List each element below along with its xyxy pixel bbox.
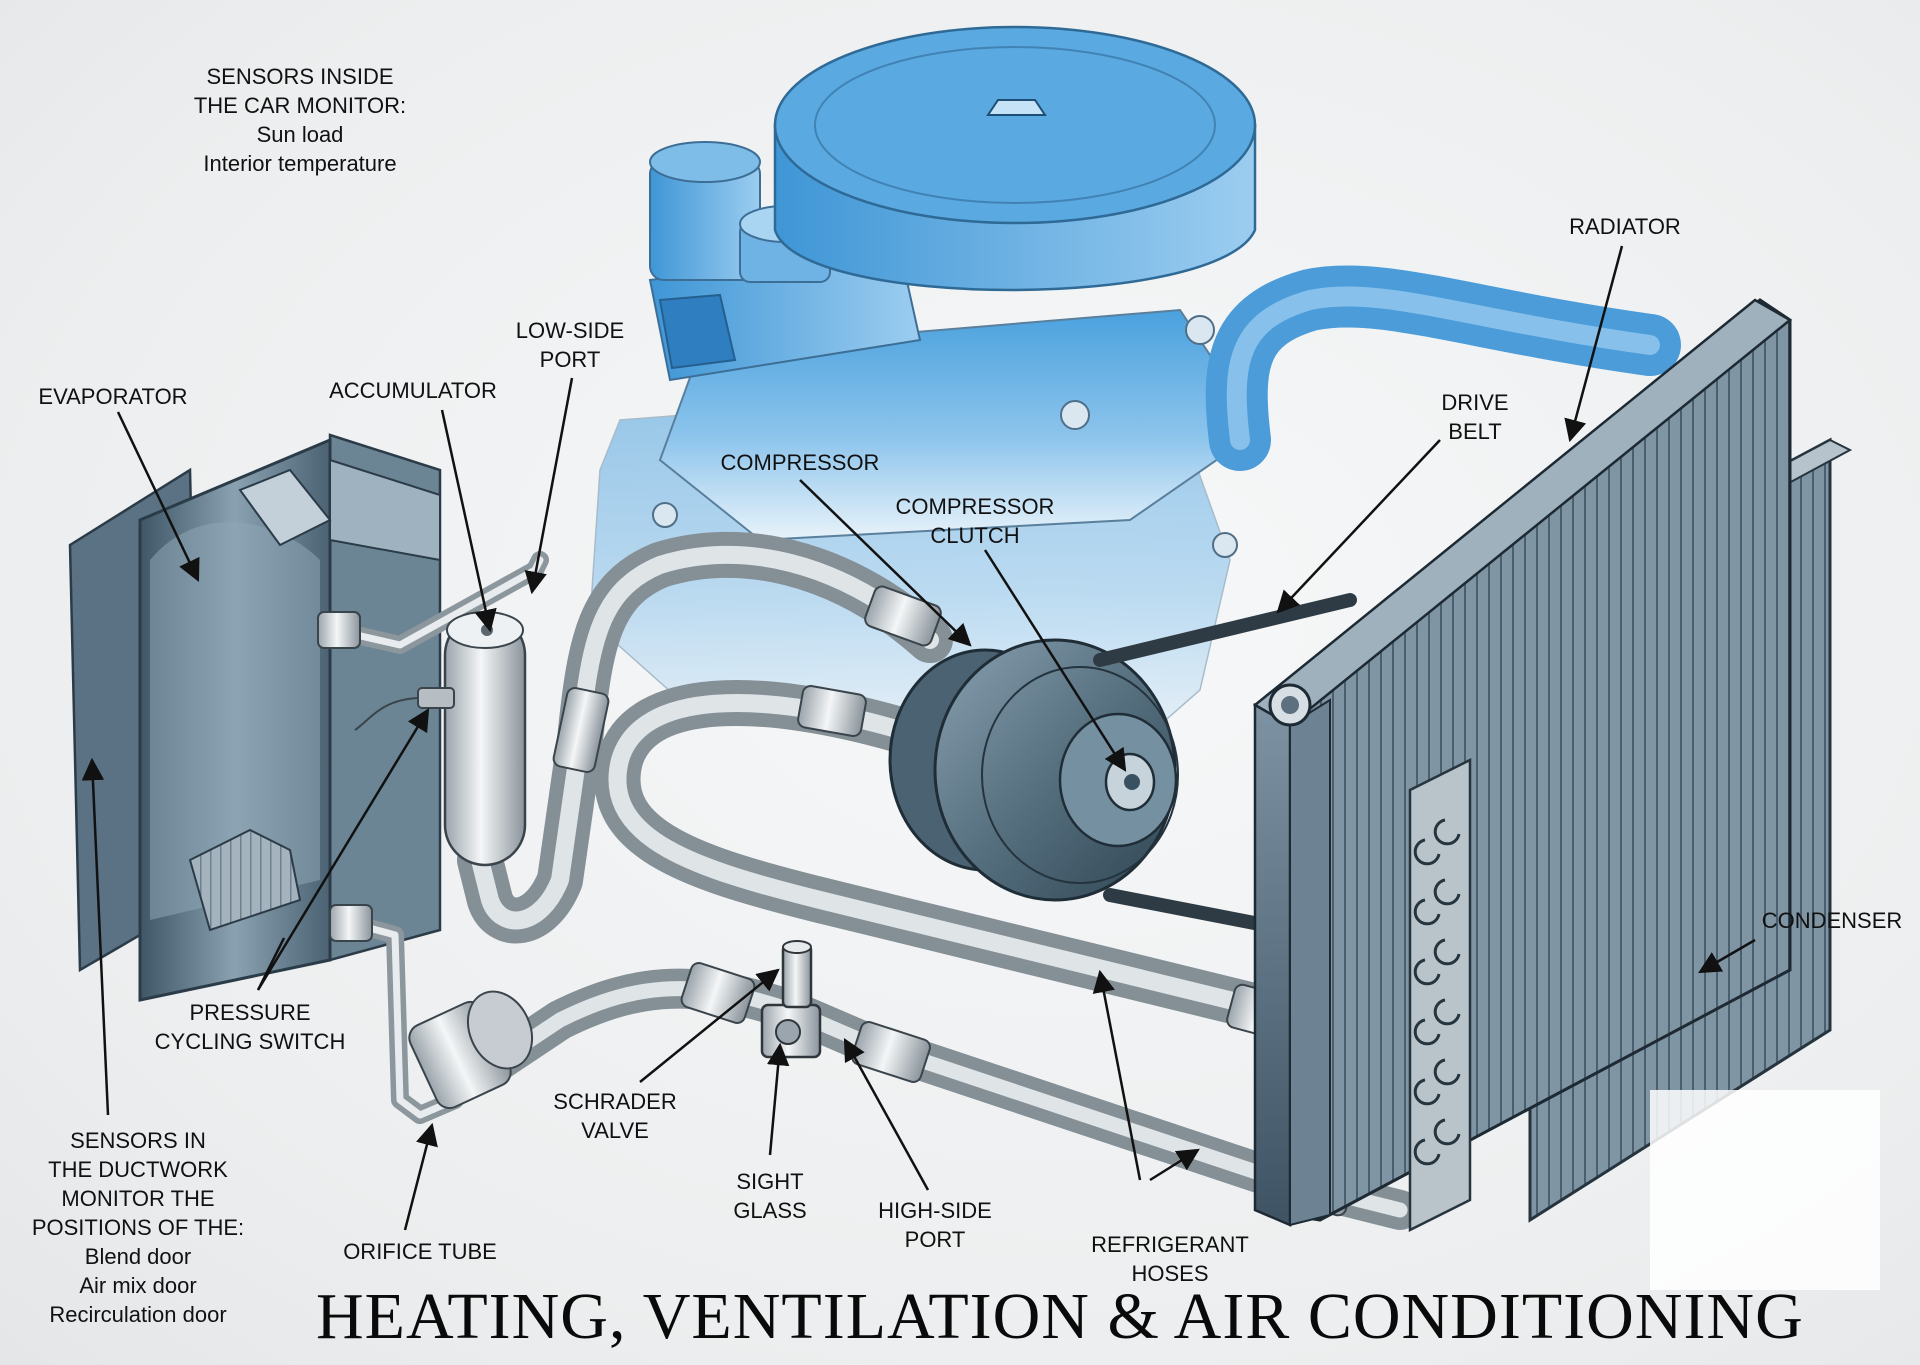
schrader-valve-stem <box>781 943 813 1009</box>
arrow-high-side-port <box>843 1038 930 1191</box>
upper-hose <box>1205 265 1681 471</box>
label-sight-glass: SIGHT GLASS <box>733 1169 807 1223</box>
arrow-ductwork-sensors <box>81 757 110 1116</box>
arrow-pressure-switch-a <box>256 708 430 991</box>
arrow-compressor <box>799 479 972 647</box>
arrow-radiator <box>1564 245 1624 443</box>
orifice-tube <box>408 990 534 1110</box>
air-cleaner <box>773 25 1257 292</box>
label-high-side-port: HIGH-SIDE PORT <box>878 1198 992 1252</box>
compressor-clutch <box>1058 712 1178 848</box>
engine-block <box>589 308 1262 761</box>
arrow-evaporator <box>116 411 200 583</box>
arrow-compressor-clutch <box>983 549 1127 772</box>
arrow-sight-glass <box>766 1042 790 1156</box>
arrow-refrigerant-hoses-b <box>1149 1148 1200 1182</box>
label-condenser: CONDENSER <box>1761 908 1903 933</box>
evaporator <box>68 433 442 1002</box>
arrow-pressure-switch-b <box>256 937 286 991</box>
pressure-switch-body <box>417 687 455 709</box>
label-evaporator: EVAPORATOR <box>38 384 188 409</box>
label-pressure-cycling-switch: PRESSURE CYCLING SWITCH <box>154 1000 346 1054</box>
arrow-schrader-valve <box>639 968 780 1083</box>
condenser-header <box>1408 757 1472 1233</box>
label-orifice-tube: ORIFICE TUBE <box>343 1239 497 1264</box>
arrow-refrigerant-hoses-a <box>1092 969 1142 1181</box>
label-schrader-valve: SCHRADER VALVE <box>553 1089 677 1143</box>
label-drive-belt: DRIVE BELT <box>1441 390 1509 444</box>
label-sensors-inside: SENSORS INSIDE THE CAR MONITOR: Sun load… <box>193 64 407 176</box>
diagram-title: HEATING, VENTILATION & AIR CONDITIONING <box>316 1280 1804 1353</box>
arrow-orifice-tube <box>403 1122 438 1231</box>
hose-fittings <box>317 585 1354 1217</box>
wing-nut-icon <box>986 99 1047 116</box>
leader-lines <box>81 245 1756 1231</box>
arrow-condenser <box>1698 938 1756 974</box>
arrow-accumulator <box>440 409 497 633</box>
compressor <box>888 638 1179 902</box>
label-refrigerant-hoses: REFRIGERANT HOSES <box>1091 1232 1249 1286</box>
air-intake-duct <box>648 141 922 382</box>
label-accumulator: ACCUMULATOR <box>329 378 497 403</box>
radiator <box>1252 298 1793 1227</box>
arrow-drive-belt <box>1276 439 1441 614</box>
label-compressor: COMPRESSOR <box>720 450 880 475</box>
evaporator-cutaway <box>188 828 302 932</box>
label-low-side-port: LOW-SIDE PORT <box>515 318 625 372</box>
label-compressor-clutch: COMPRESSOR CLUTCH <box>895 494 1055 548</box>
arrow-low-side-port <box>524 377 574 595</box>
label-sensors-ductwork: SENSORS IN THE DUCTWORK MONITOR THE POSI… <box>31 1128 245 1327</box>
label-radiator: RADIATOR <box>1569 214 1681 239</box>
